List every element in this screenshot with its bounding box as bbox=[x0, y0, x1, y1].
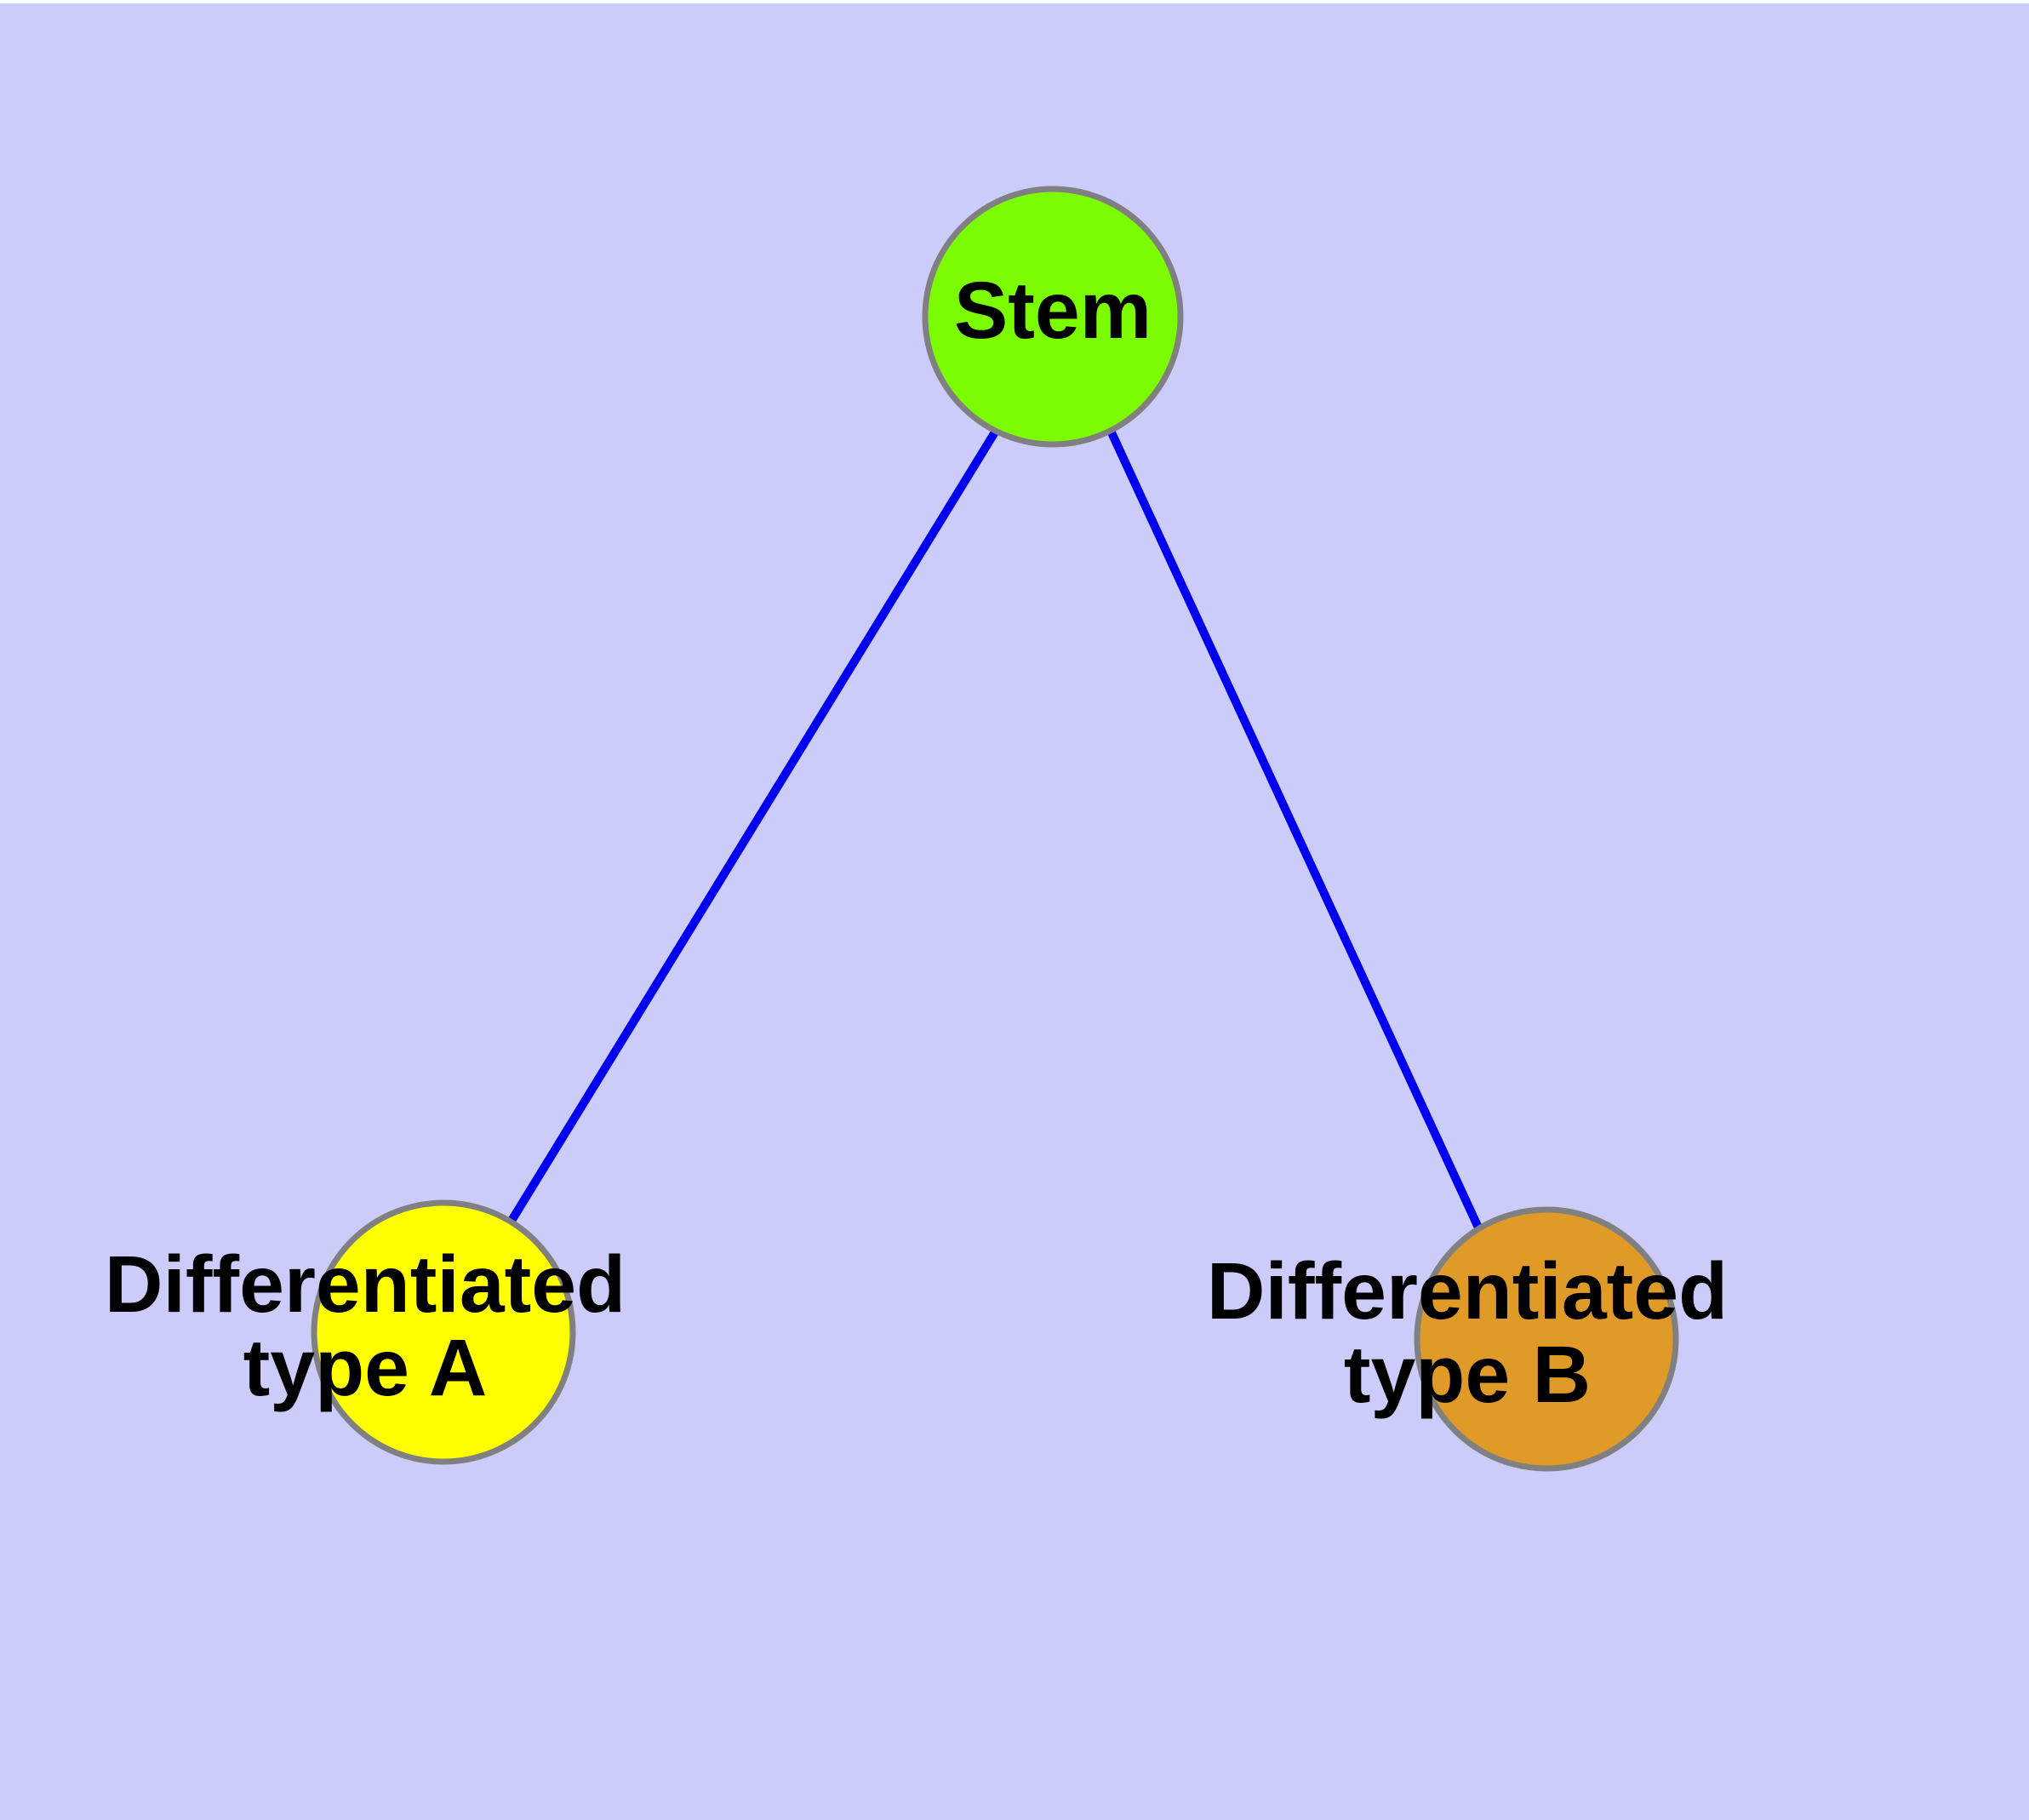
node-diff-b[interactable] bbox=[1414, 1206, 1679, 1472]
node-label-stem: Stem bbox=[954, 266, 1152, 356]
node-label-line: Differentiated bbox=[1207, 1246, 1728, 1336]
node-label-line: Differentiated bbox=[105, 1239, 626, 1330]
nodes-layer bbox=[311, 186, 1679, 1472]
node-diff-a[interactable] bbox=[311, 1199, 576, 1465]
node-label-line: Stem bbox=[954, 266, 1152, 356]
edge-stem-to-diff-b bbox=[1106, 428, 1483, 1230]
node-label-line: type A bbox=[243, 1323, 488, 1413]
node-stem[interactable] bbox=[922, 186, 1184, 448]
edge-stem-to-diff-a bbox=[507, 428, 1000, 1223]
edges-layer bbox=[507, 428, 1483, 1230]
node-label-line: type B bbox=[1344, 1330, 1591, 1420]
